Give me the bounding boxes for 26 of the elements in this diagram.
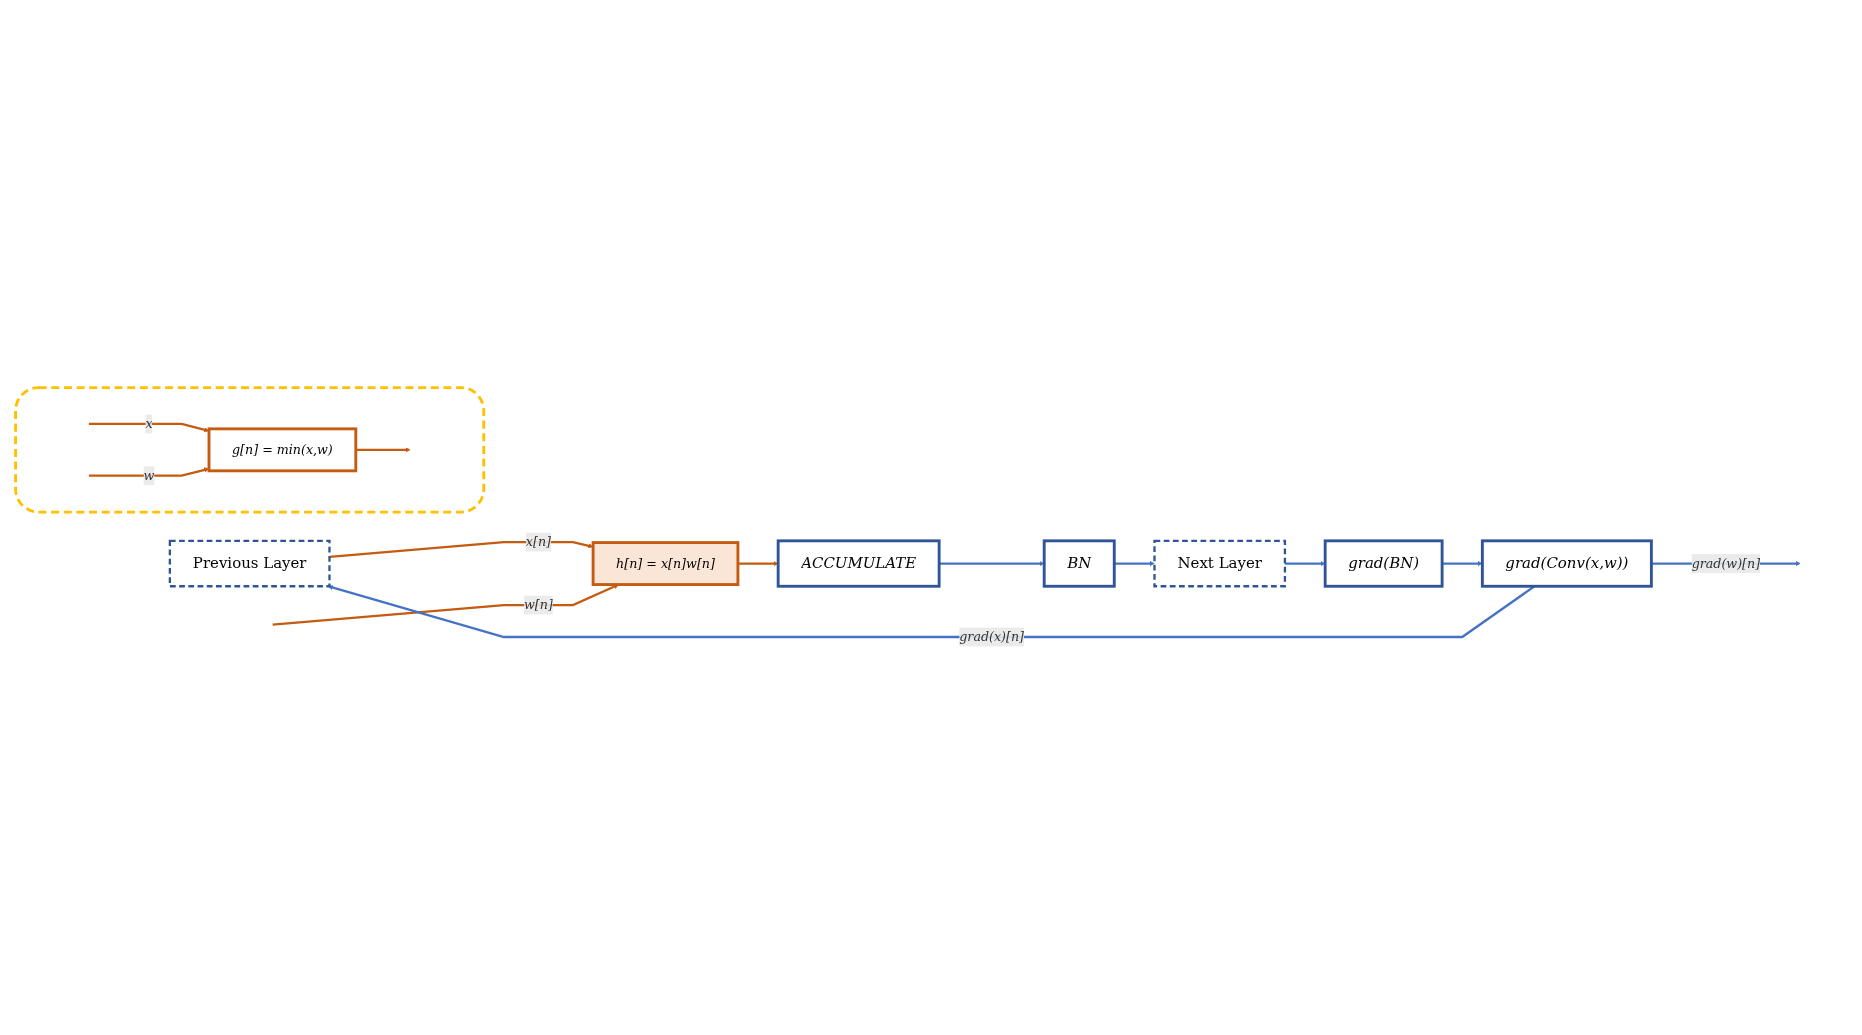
edge-label: x[n] <box>525 535 551 550</box>
arrow <box>88 423 210 433</box>
arrow <box>88 467 210 478</box>
edge-label: grad(w)[n] <box>1691 556 1761 572</box>
node-box: ACCUMULATE <box>776 539 941 589</box>
edge-label: w[n] <box>523 598 553 613</box>
arrow <box>939 561 1045 567</box>
node-box: BN <box>1042 539 1116 589</box>
node-box: grad(Conv(x,w)) <box>1480 539 1653 589</box>
arrow <box>329 541 594 559</box>
edge-label: grad(x)[n] <box>959 630 1025 645</box>
node-box: h[n] = x[n]w[n] <box>591 541 740 587</box>
node-box: g[n] = min(x,w) <box>207 427 358 473</box>
cluster <box>14 386 486 514</box>
arrow <box>1442 561 1483 567</box>
arrow <box>1284 561 1326 567</box>
node-box: Next Layer <box>1153 540 1287 588</box>
arrow <box>1114 561 1155 567</box>
node-box: grad(BN) <box>1323 539 1444 589</box>
arrow <box>272 584 619 627</box>
edge-label: x <box>145 417 153 432</box>
edge-label: w <box>143 468 155 484</box>
arrow <box>737 561 779 567</box>
node-box: Previous Layer <box>168 540 331 588</box>
arrow <box>328 585 1536 639</box>
arrow <box>355 447 411 453</box>
